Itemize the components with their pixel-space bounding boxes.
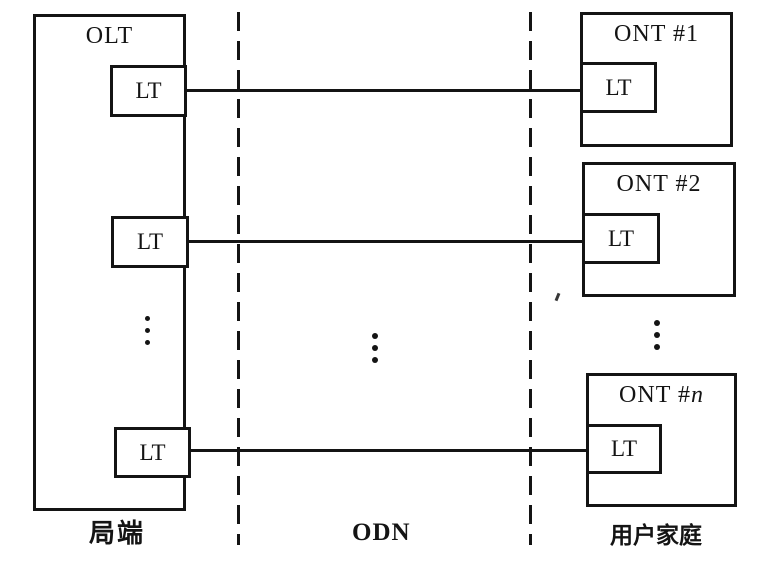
odn-boundary-left-dashed-line	[237, 12, 240, 545]
ont2-lt-port-label: LT	[608, 225, 634, 251]
ont1-lt-port-label: LT	[605, 74, 632, 100]
ellipsis-ont-units-icon	[654, 320, 660, 350]
ellipsis-olt-ports-icon	[145, 316, 150, 345]
ontn-label: ONT #n	[589, 376, 734, 409]
ont2-label-prefix: ONT #	[616, 171, 689, 197]
ontn-label-prefix: ONT #	[619, 382, 691, 408]
ont1-label: ONT #1	[583, 15, 730, 48]
ellipsis-odn-links-icon	[372, 333, 378, 363]
ontn-lt-port-label: LT	[611, 436, 637, 461]
olt-lt-port-2: LT	[111, 216, 189, 268]
ontn-lt-port: LT	[586, 424, 662, 474]
fiber-link-3	[189, 449, 588, 452]
ont2-label: ONT #2	[585, 165, 733, 198]
olt-lt-port-1-label: LT	[135, 78, 162, 103]
ont1-lt-port: LT	[580, 62, 657, 113]
odn-boundary-right-dashed-line	[529, 12, 532, 545]
ontn-label-suffix: n	[690, 382, 704, 408]
ont1-label-suffix: 1	[685, 21, 699, 47]
olt-lt-port-1: LT	[110, 65, 187, 117]
ont2-lt-port: LT	[582, 213, 660, 264]
fiber-link-2	[187, 240, 584, 243]
ont1-label-prefix: ONT #	[614, 21, 686, 47]
olt-lt-port-2-label: LT	[137, 229, 163, 254]
olt-lt-port-3-label: LT	[139, 439, 166, 465]
region-label-user-home: 用户家庭	[610, 523, 702, 548]
region-label-central-office: 局端	[89, 519, 146, 548]
fiber-link-1	[185, 89, 582, 92]
olt-lt-port-3: LT	[114, 427, 191, 478]
region-label-odn: ODN	[352, 519, 411, 546]
ont2-label-suffix: 2	[688, 171, 702, 197]
scan-speckle	[554, 292, 561, 302]
olt-label: OLT	[85, 23, 134, 49]
